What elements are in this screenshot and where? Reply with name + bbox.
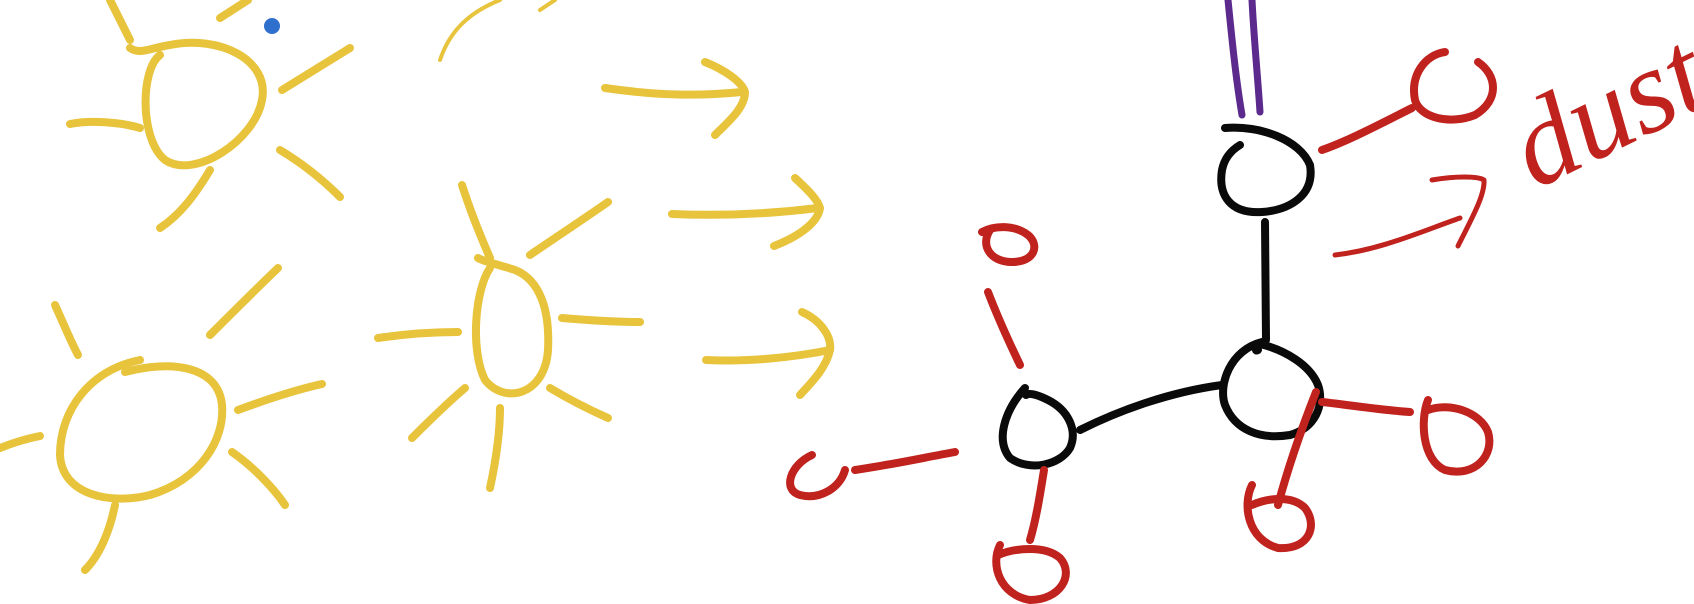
sun-ray [66, 117, 144, 132]
sun-ray [408, 384, 469, 442]
sun-icon [374, 181, 644, 492]
double-bond [1224, 0, 1264, 119]
sun-ray [526, 198, 612, 259]
right-arrow-icon [601, 58, 749, 139]
vertical-bond [1261, 218, 1270, 344]
sun-ray [0, 432, 44, 452]
sun-body [126, 38, 267, 170]
molecule-core [998, 123, 1325, 470]
sun-ray [546, 384, 612, 422]
sun-ray [81, 501, 119, 574]
top-atom [1217, 123, 1315, 217]
sun-ray [206, 264, 282, 339]
annotation-label: dust [1488, 5, 1694, 213]
sun-ray [486, 404, 504, 492]
pen-dot [264, 18, 280, 34]
center-atom [1219, 338, 1325, 441]
annotation-arrow [1332, 174, 1487, 258]
sun-ray [558, 314, 644, 326]
sun-ray [234, 380, 326, 414]
left-atom [998, 384, 1077, 470]
sun-ray [216, 0, 252, 22]
sun-ray [156, 166, 214, 232]
right-arrow-icon [702, 308, 835, 399]
right-arrow-icon [668, 174, 824, 250]
sun-icon [0, 264, 326, 574]
sun-ray [278, 44, 354, 94]
sun-body [56, 356, 227, 503]
horizontal-bond [1076, 381, 1226, 434]
sun-ray [106, 0, 134, 44]
sun-ray [51, 301, 82, 359]
partial-stroke [438, 0, 557, 62]
sun-ray [374, 328, 462, 342]
sun-ray [276, 146, 344, 201]
sun-ray [228, 448, 289, 509]
sun-ray [458, 181, 494, 262]
molecule-lobes [786, 48, 1497, 604]
sun-icon [66, 0, 354, 232]
sun-body [472, 254, 553, 398]
